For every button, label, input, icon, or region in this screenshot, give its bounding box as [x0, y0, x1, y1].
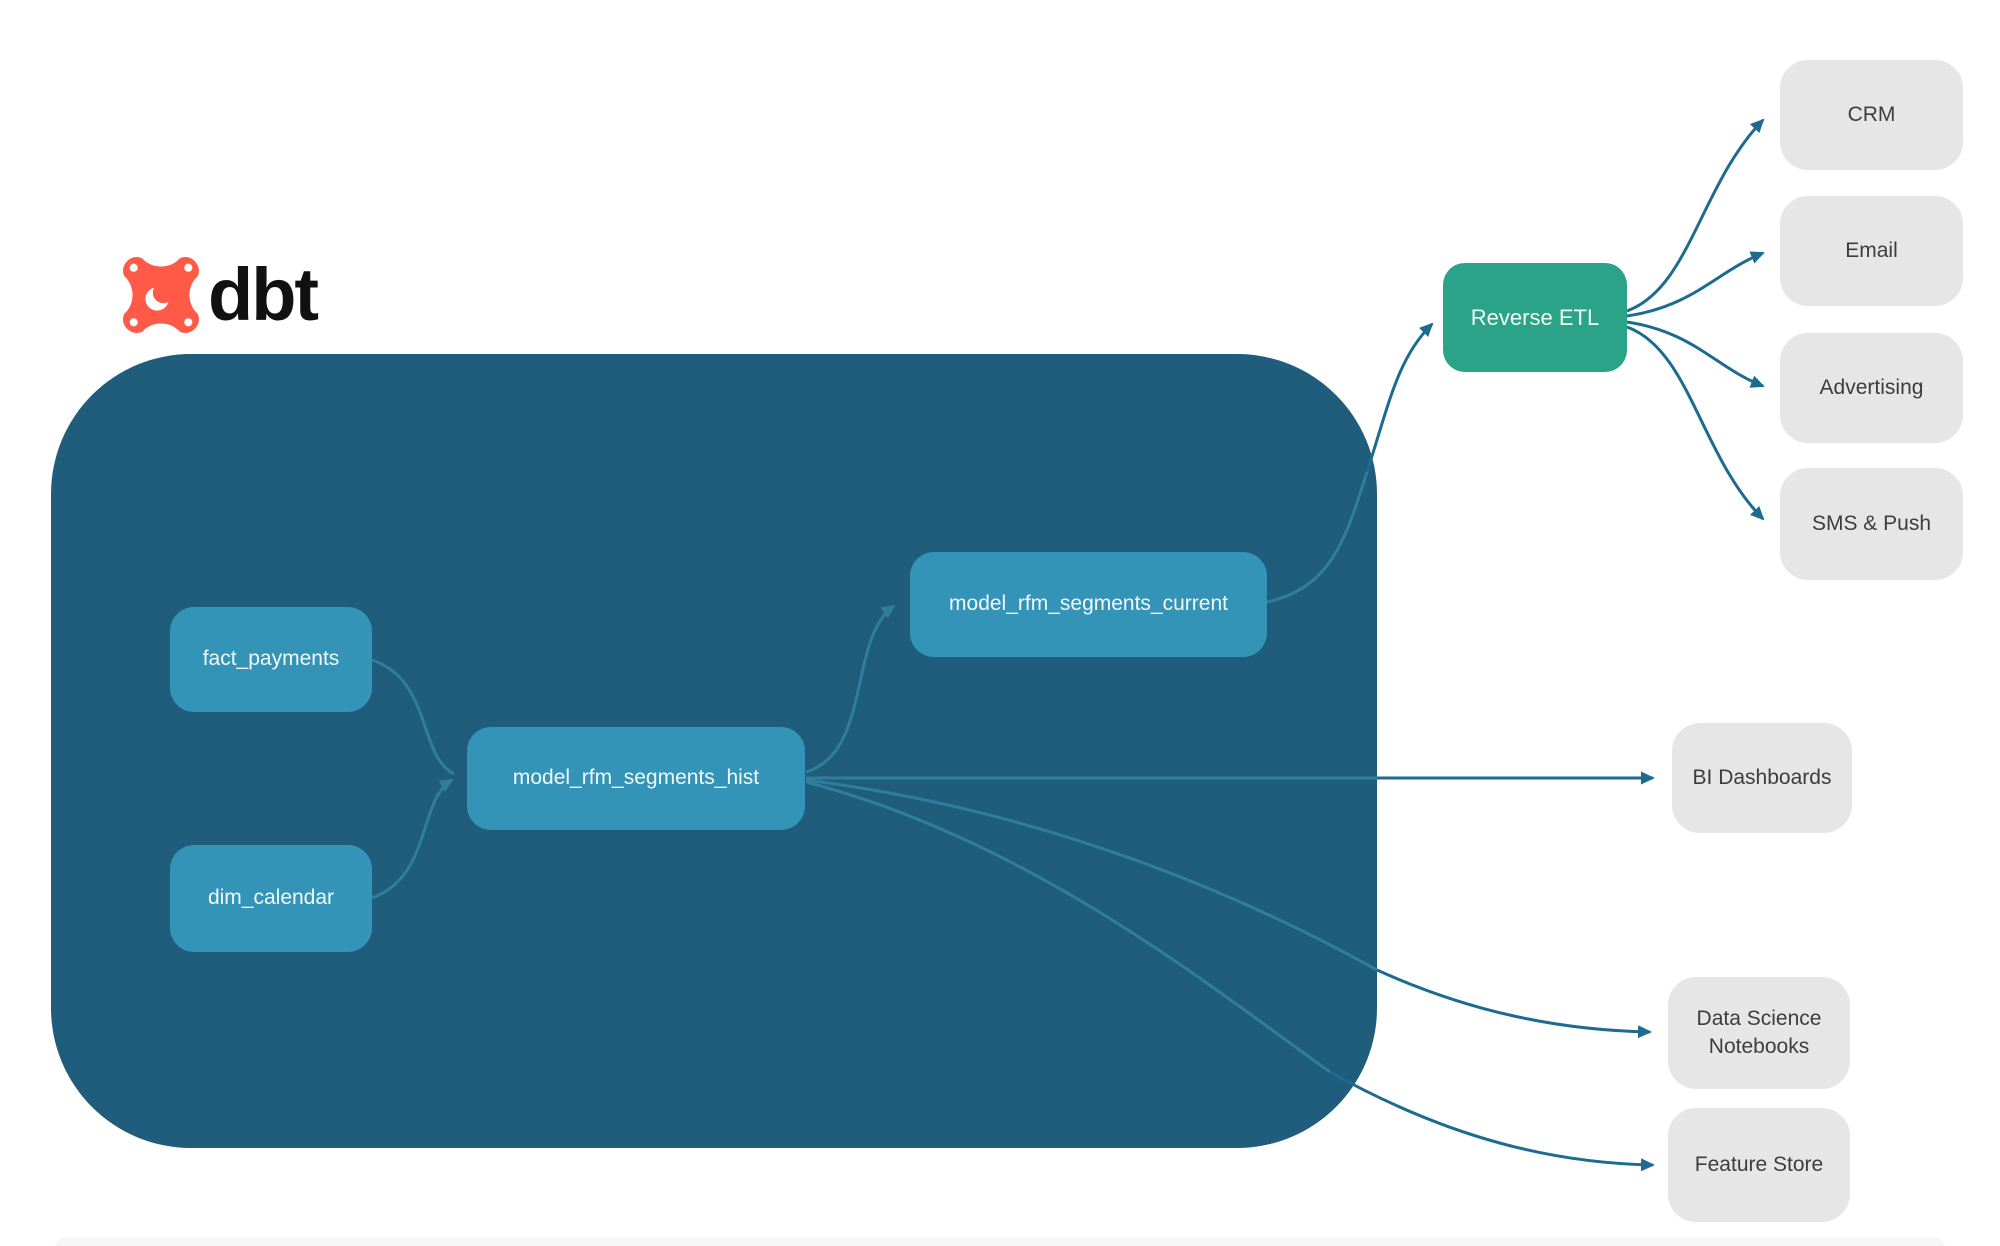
model-node-label: model_rfm_segments_current: [949, 592, 1228, 616]
dbt-logo-text: dbt: [208, 253, 319, 336]
edge-current-to-reverse-etl: [1365, 322, 1434, 473]
destination-node-data-science-notebooks: Data Science Notebooks: [1668, 977, 1850, 1089]
model-node-label: dim_calendar: [207, 886, 335, 910]
edge-reverse-etl-to-advertising: [1626, 320, 1765, 388]
destination-label: Data Science Notebooks: [1696, 1006, 1822, 1058]
destination-node-feature-store: Feature Store: [1668, 1108, 1850, 1222]
model-node-fact-payments: fact_payments: [170, 607, 372, 712]
destination-label: SMS & Push: [1811, 511, 1932, 535]
edge-hist-to-notebooks: [1376, 968, 1652, 1039]
edge-reverse-etl-to-email: [1626, 251, 1765, 318]
reverse-etl-label: Reverse ETL: [1470, 304, 1600, 330]
destination-node-sms-push: SMS & Push: [1780, 468, 1963, 580]
destination-label: Email: [1845, 238, 1898, 262]
destination-label: Feature Store: [1694, 1152, 1824, 1176]
reverse-etl-node: Reverse ETL: [1443, 263, 1627, 372]
dbt-logo: dbt: [122, 253, 319, 336]
edge-reverse-etl-to-crm: [1626, 118, 1765, 313]
destination-node-advertising: Advertising: [1780, 333, 1963, 443]
destination-node-bi-dashboards: BI Dashboards: [1672, 723, 1852, 833]
model-node-rfm-segments-hist: model_rfm_segments_hist: [467, 727, 805, 830]
edge-reverse-etl-to-sms-push: [1626, 325, 1765, 521]
model-node-dim-calendar: dim_calendar: [170, 845, 372, 952]
cutoff-card-edge: [55, 1238, 1945, 1246]
destination-label: BI Dashboards: [1692, 765, 1832, 789]
model-node-rfm-segments-current: model_rfm_segments_current: [910, 552, 1267, 657]
destination-label: CRM: [1847, 102, 1896, 126]
destination-node-email: Email: [1780, 196, 1963, 306]
dbt-star-icon: [123, 257, 199, 333]
destination-label: Advertising: [1819, 375, 1924, 399]
edge-hist-to-feature-store: [1329, 1070, 1655, 1172]
model-node-label: model_rfm_segments_hist: [512, 766, 760, 790]
destination-node-crm: CRM: [1780, 60, 1963, 170]
model-node-label: fact_payments: [202, 647, 340, 671]
